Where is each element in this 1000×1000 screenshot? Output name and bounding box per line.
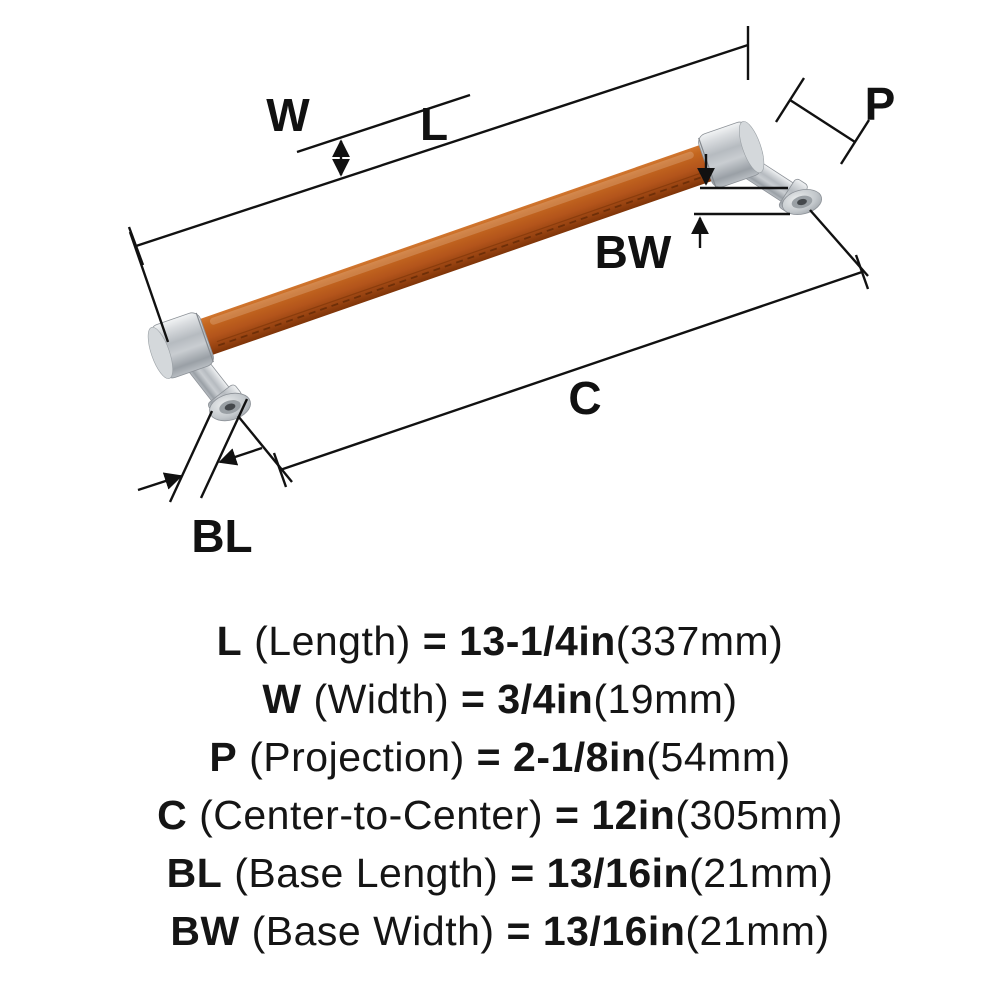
dimension-c bbox=[237, 209, 870, 488]
handle-bar-leather bbox=[167, 137, 745, 363]
dim-label-p: P bbox=[865, 78, 896, 130]
dimension-w bbox=[296, 93, 471, 177]
spec-line-base-length: BL (Base Length) = 13/16in(21mm) bbox=[166, 850, 834, 896]
left-end-cap bbox=[147, 312, 214, 379]
spec-line-center-to-center: C (Center-to-Center) = 12in(305mm) bbox=[157, 792, 843, 838]
dim-label-bw: BW bbox=[595, 226, 672, 278]
dim-label-w: W bbox=[266, 89, 310, 141]
right-base bbox=[781, 188, 823, 216]
spec-line-length: L (Length) = 13-1/4in(337mm) bbox=[216, 618, 784, 664]
dimension-bw bbox=[691, 154, 790, 248]
spec-line-projection: P (Projection) = 2-1/8in(54mm) bbox=[209, 734, 791, 780]
dimension-bl bbox=[137, 398, 263, 503]
dimension-p bbox=[774, 77, 871, 165]
handle-bar-highlight bbox=[209, 151, 694, 325]
spec-list: L (Length) = 13-1/4in(337mm) W (Width) =… bbox=[0, 612, 1000, 960]
spec-line-width: W (Width) = 3/4in(19mm) bbox=[262, 676, 738, 722]
dimension-l bbox=[127, 26, 750, 343]
stitch-line bbox=[217, 176, 703, 347]
product-diagram: W L P BW C BL bbox=[127, 26, 896, 562]
dim-label-c: C bbox=[568, 372, 601, 424]
spec-line-base-width: BW (Base Width) = 13/16in(21mm) bbox=[170, 908, 830, 954]
dim-label-bl: BL bbox=[191, 510, 252, 562]
stitch-seam bbox=[216, 172, 701, 343]
dim-label-l: L bbox=[420, 98, 448, 150]
